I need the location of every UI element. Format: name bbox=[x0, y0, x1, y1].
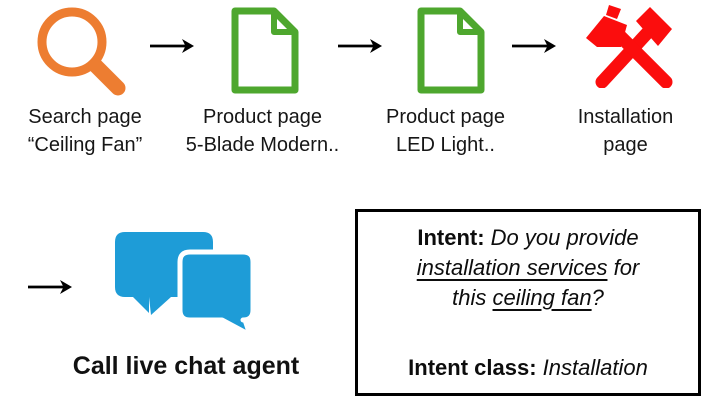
step-label-product-2: Product page LED Light.. bbox=[358, 103, 533, 159]
step-label-line1: Product page bbox=[203, 106, 322, 128]
step-label-line2: “Ceiling Fan” bbox=[27, 134, 143, 156]
crossed-hammers-icon bbox=[582, 4, 686, 88]
line3-end: ? bbox=[591, 285, 604, 310]
chat-bubbles-icon bbox=[113, 231, 255, 337]
step-label-line2: LED Light.. bbox=[396, 134, 495, 156]
intent-separator: : bbox=[477, 225, 491, 250]
arrow-right-icon bbox=[510, 37, 560, 55]
intent-question-line1: Do you provide bbox=[490, 225, 639, 250]
step-label-line1: Search page bbox=[28, 106, 142, 128]
intent-question: Intent: Do you provide installation serv… bbox=[358, 223, 698, 313]
intent-question-line2: installation services for bbox=[417, 255, 640, 280]
chat-step-label: Call live chat agent bbox=[72, 352, 300, 380]
document-icon bbox=[227, 7, 303, 94]
underlined-phrase: installation services bbox=[416, 255, 608, 280]
arrow-right-icon bbox=[26, 278, 76, 296]
intent-class-separator: : bbox=[529, 355, 543, 380]
line3-start: this bbox=[452, 285, 493, 310]
step-label-line1: Product page bbox=[386, 106, 505, 128]
step-label-line1: Installation bbox=[577, 106, 674, 128]
intent-class-line: Intent class: Installation bbox=[358, 353, 698, 383]
step-label-installation: Installation page bbox=[558, 103, 693, 159]
search-icon bbox=[33, 5, 127, 97]
intent-class-value: Installation bbox=[542, 355, 648, 380]
step-label-line2: 5-Blade Modern.. bbox=[185, 134, 340, 156]
intent-question-line3: this ceiling fan? bbox=[452, 285, 604, 310]
arrow-right-icon bbox=[336, 37, 386, 55]
step-label-search: Search page “Ceiling Fan” bbox=[0, 103, 170, 159]
line2-rest: for bbox=[607, 255, 640, 280]
step-label-product-1: Product page 5-Blade Modern.. bbox=[175, 103, 350, 159]
intent-box: Intent: Do you provide installation serv… bbox=[355, 209, 701, 396]
step-label-line2: page bbox=[603, 134, 648, 156]
underlined-phrase: ceiling fan bbox=[492, 285, 592, 310]
document-icon bbox=[413, 7, 489, 94]
intent-class-label: Intent class bbox=[408, 355, 530, 380]
arrow-right-icon bbox=[148, 37, 198, 55]
intent-label: Intent bbox=[417, 225, 478, 250]
